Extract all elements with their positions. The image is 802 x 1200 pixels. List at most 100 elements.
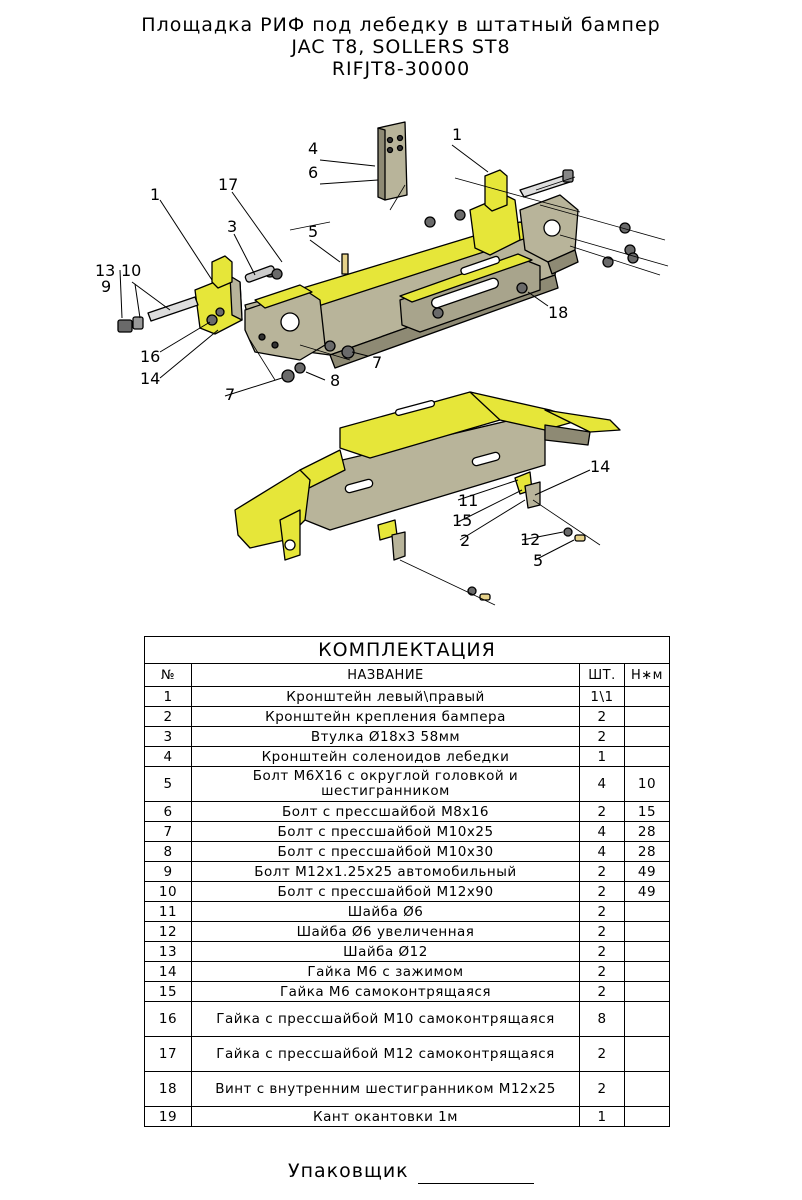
- header-name: НАЗВАНИЕ: [191, 663, 580, 687]
- row-qty: 8: [579, 1001, 625, 1037]
- callout-12: 12: [520, 530, 540, 549]
- row-qty: 2: [579, 801, 625, 822]
- row-number: 12: [144, 921, 192, 942]
- row-name: Кронштейн крепления бампера: [191, 706, 580, 727]
- callout-1-top-right: 1: [452, 125, 462, 144]
- header-qty: ШТ.: [579, 663, 625, 687]
- row-torque: 49: [624, 861, 670, 882]
- row-qty: 2: [579, 921, 625, 942]
- row-torque: [624, 726, 670, 747]
- callout-7-right: 7: [372, 353, 382, 372]
- header-torque: Н∗м: [624, 663, 670, 687]
- header-no: №: [144, 663, 192, 687]
- row-number: 7: [144, 821, 192, 842]
- row-qty: 2: [579, 981, 625, 1002]
- row-qty: 1\1: [579, 686, 625, 707]
- row-number: 5: [144, 766, 192, 802]
- row-name: Винт с внутренним шестигранником М12x25: [191, 1071, 580, 1107]
- row-torque: [624, 921, 670, 942]
- callout-1-left: 1: [150, 185, 160, 204]
- packer-label: Упаковщик: [288, 1160, 409, 1182]
- callout-13: 13: [95, 261, 115, 280]
- callout-5-top: 5: [308, 222, 318, 241]
- row-qty: 1: [579, 1106, 625, 1127]
- callout-18: 18: [548, 303, 568, 322]
- row-number: 10: [144, 881, 192, 902]
- row-name: Кант окантовки 1м: [191, 1106, 580, 1127]
- row-name: Болт с прессшайбой М8x16: [191, 801, 580, 822]
- row-number: 8: [144, 841, 192, 862]
- row-qty: 4: [579, 766, 625, 802]
- row-number: 13: [144, 941, 192, 962]
- row-number: 11: [144, 901, 192, 922]
- row-name: Кронштейн левый\правый: [191, 686, 580, 707]
- row-number: 14: [144, 961, 192, 982]
- callout-15: 15: [452, 511, 472, 530]
- table-caption: КОМПЛЕКТАЦИЯ: [144, 636, 670, 664]
- callout-6: 6: [308, 163, 318, 182]
- row-number: 9: [144, 861, 192, 882]
- packer-signature-line: [418, 1183, 534, 1184]
- row-name: Гайка с прессшайбой М12 самоконтрящаяся: [191, 1036, 580, 1072]
- row-number: 15: [144, 981, 192, 1002]
- row-number: 3: [144, 726, 192, 747]
- row-torque: [624, 901, 670, 922]
- row-name: Болт с прессшайбой М10x30: [191, 841, 580, 862]
- row-qty: 2: [579, 706, 625, 727]
- row-qty: 4: [579, 821, 625, 842]
- row-torque: 15: [624, 801, 670, 822]
- row-name: Гайка с прессшайбой М10 самоконтрящаяся: [191, 1001, 580, 1037]
- row-number: 2: [144, 706, 192, 727]
- row-torque: 28: [624, 841, 670, 862]
- callout-5-bottom: 5: [533, 551, 543, 570]
- row-torque: [624, 941, 670, 962]
- row-number: 19: [144, 1106, 192, 1127]
- row-qty: 2: [579, 1036, 625, 1072]
- row-torque: [624, 686, 670, 707]
- callout-14-right: 14: [590, 457, 610, 476]
- row-torque: [624, 706, 670, 727]
- callout-2: 2: [460, 531, 470, 550]
- row-name: Болт с прессшайбой М12x90: [191, 881, 580, 902]
- row-qty: 4: [579, 841, 625, 862]
- document-title: Площадка РИФ под лебедку в штатный бампе…: [141, 14, 661, 36]
- callout-3: 3: [227, 217, 237, 236]
- long-bolt: [147, 296, 199, 322]
- vehicle-models: JAC T8, SOLLERS ST8: [291, 36, 511, 58]
- callout-4: 4: [308, 139, 318, 158]
- row-torque: [624, 1106, 670, 1127]
- row-name: Болт М12x1.25x25 автомобильный: [191, 861, 580, 882]
- row-torque: [624, 1036, 670, 1072]
- row-name: Гайка М6 с зажимом: [191, 961, 580, 982]
- row-name: Кронштейн соленоидов лебедки: [191, 746, 580, 767]
- row-torque: 49: [624, 881, 670, 902]
- row-torque: [624, 1001, 670, 1037]
- row-number: 4: [144, 746, 192, 767]
- row-qty: 2: [579, 881, 625, 902]
- row-number: 6: [144, 801, 192, 822]
- row-name: Шайба Ø6: [191, 901, 580, 922]
- row-qty: 2: [579, 861, 625, 882]
- assembly-drawing: 1 4 6 17 3 5 1 13 10 9 16 14 7 8 7 18 14…: [95, 121, 669, 606]
- row-qty: 2: [579, 726, 625, 747]
- callout-17: 17: [218, 175, 238, 194]
